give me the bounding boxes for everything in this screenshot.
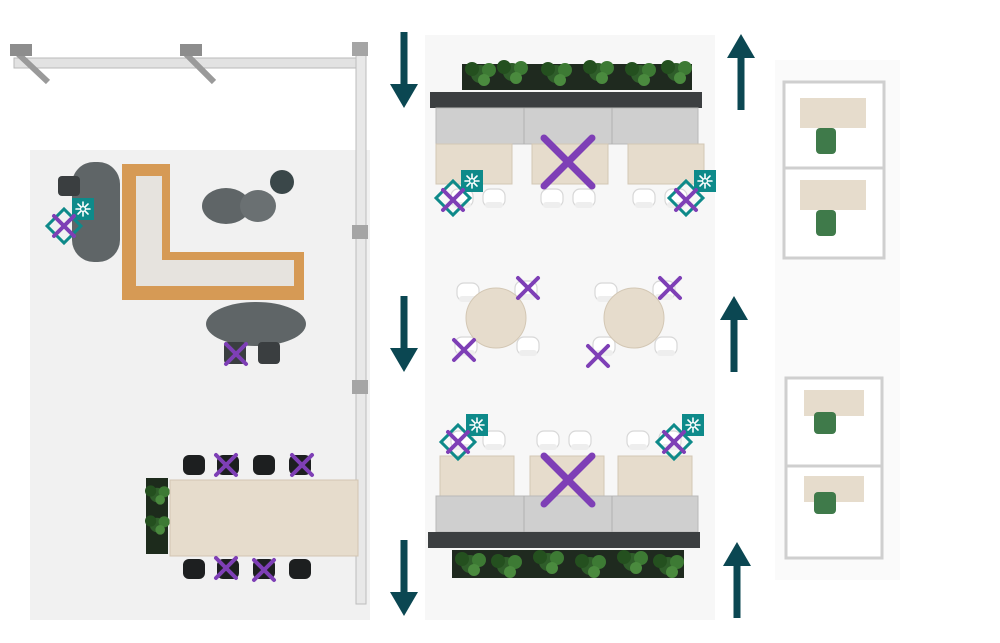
planter-box xyxy=(452,550,684,578)
planter-box xyxy=(462,64,692,90)
phone-booths-top xyxy=(782,80,886,260)
booth-chair xyxy=(816,128,836,154)
booth-chair xyxy=(814,492,836,514)
meeting-table-area xyxy=(145,455,359,579)
lounge-plant-pot xyxy=(270,170,294,194)
desk-top xyxy=(617,455,693,497)
desk-top xyxy=(627,143,705,185)
desk-storage xyxy=(435,495,699,533)
booth-desk xyxy=(800,98,866,128)
round-table-area xyxy=(454,280,678,357)
desk-bank-bottom xyxy=(428,430,700,578)
booth-desk xyxy=(804,390,864,416)
meeting-table xyxy=(169,479,359,557)
booth-chair xyxy=(814,412,836,434)
desk-top xyxy=(439,455,515,497)
booth-chair xyxy=(816,210,836,236)
lounge-pouf xyxy=(202,188,250,224)
glass-partition xyxy=(10,42,368,605)
phone-booths-bottom xyxy=(784,376,884,560)
desk-bank-top xyxy=(430,60,705,209)
lounge-side-table xyxy=(72,162,120,262)
booth-desk xyxy=(800,180,866,210)
round-table xyxy=(465,287,527,349)
lounge-area xyxy=(58,162,306,364)
lounge-table xyxy=(206,302,306,346)
lounge-pouf xyxy=(240,190,276,222)
round-table xyxy=(603,287,665,349)
desk-screen xyxy=(430,92,702,108)
desk-storage xyxy=(435,107,699,145)
lounge-stool xyxy=(258,342,280,364)
l-sofa-cushion-bottom xyxy=(136,260,294,286)
lounge-stool xyxy=(58,176,80,196)
desk-screen xyxy=(428,532,700,548)
